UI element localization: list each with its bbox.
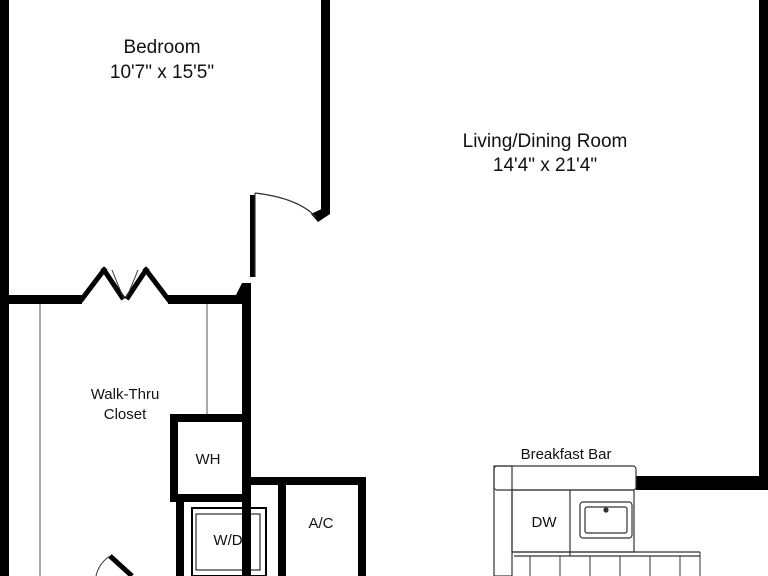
washer-dryer-unit <box>191 507 267 576</box>
kitchen-sink <box>579 501 633 539</box>
wall-corridor-lower <box>242 283 251 576</box>
breakfast-bar-label: Breakfast Bar <box>520 446 612 463</box>
door-closet-bifold <box>78 266 172 303</box>
wall-wh-bottom <box>170 494 246 502</box>
wall-ac-right <box>358 477 366 576</box>
wall-ac-mid <box>278 477 286 576</box>
wall-corridor <box>250 195 255 277</box>
wall-bedroom-bottom-right <box>168 295 236 304</box>
wall-ac-top <box>242 477 366 485</box>
bedroom-name: Bedroom <box>123 37 201 58</box>
wall-corner-bedroom-door <box>311 205 330 222</box>
closet-name-line2: Closet <box>103 406 147 423</box>
wall-wh-left <box>170 414 178 498</box>
door-bedroom <box>254 192 317 277</box>
washer-dryer-label: W/D <box>213 532 243 549</box>
wall-corner-corridor <box>236 283 251 304</box>
closet-shelves <box>39 304 208 576</box>
living-dining-dimensions: 14'4" x 21'4" <box>492 155 598 176</box>
kitchen-cabinets <box>511 489 700 557</box>
wall-right-outer <box>759 0 768 490</box>
kitchen-floor-lines <box>529 552 701 576</box>
door-closet-lower <box>95 554 134 576</box>
wall-bedroom-right <box>321 0 330 210</box>
ac-label: A/C <box>308 515 334 532</box>
door-closet-arc-right <box>125 269 139 300</box>
wall-wd-left <box>176 500 184 576</box>
wall-wh-top <box>170 414 246 422</box>
wall-left-outer <box>0 0 9 576</box>
water-heater-label: WH <box>195 451 221 468</box>
wall-bedroom-bottom-left <box>0 295 82 304</box>
wall-kitchen <box>636 476 768 490</box>
living-dining-name: Living/Dining Room <box>462 131 628 152</box>
dishwasher-label: DW <box>531 514 557 531</box>
door-closet-arc-left <box>111 269 125 300</box>
bedroom-dimensions: 10'7" x 15'5" <box>109 62 215 83</box>
closet-name-line1: Walk-Thru <box>90 386 160 403</box>
